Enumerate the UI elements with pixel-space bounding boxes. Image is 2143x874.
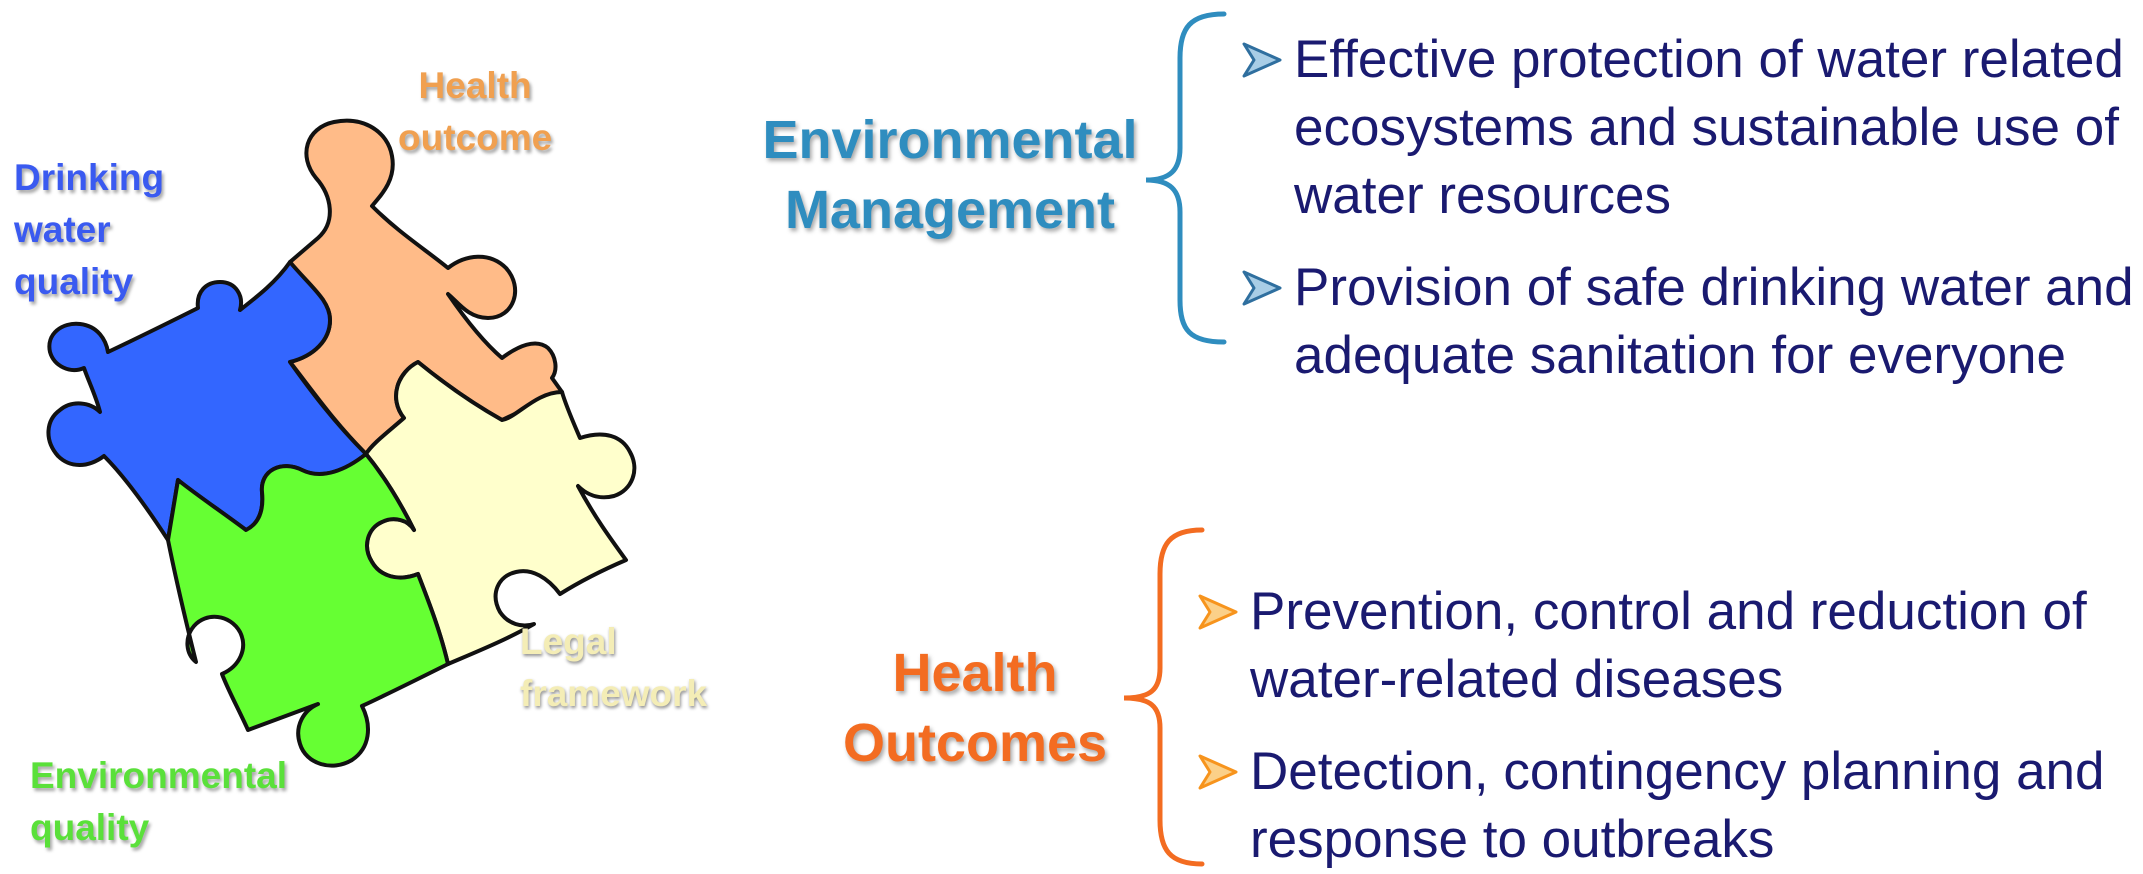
label-env-quality-line-1: Environmental	[30, 755, 287, 796]
heading-env-line-1: Environmental	[762, 110, 1138, 170]
bullet-env-1-line-2: ecosystems and sustainable use of	[1294, 98, 2119, 157]
brace-health-outcomes	[1123, 527, 1205, 867]
bullet-env-1-line-3: water resources	[1294, 166, 1672, 225]
bullet-health-2-line-1: Detection, contingency planning and	[1250, 742, 2105, 801]
puzzle-piece-environmental-quality	[166, 452, 450, 768]
bullet-health-2-line-2: response to outbreaks	[1250, 810, 1775, 869]
heading-health-line-2: Outcomes	[842, 713, 1108, 773]
arrowhead-icon	[1198, 754, 1238, 790]
bullet-env-1: Effective protection of water related ec…	[1240, 26, 2134, 230]
heading-health-outcomes: Health Outcomes	[820, 638, 1130, 778]
heading-health-line-1: Health	[892, 643, 1058, 703]
label-drinking-water-quality: Drinking water quality	[14, 152, 164, 308]
label-legal-line-1: Legal	[520, 621, 617, 662]
label-drinking-line-1: Drinking	[14, 157, 165, 198]
arrowhead-icon	[1242, 270, 1282, 306]
brace-environmental-management	[1145, 11, 1227, 345]
label-drinking-line-2: water	[14, 209, 111, 250]
bullets-environmental-management: Effective protection of water related ec…	[1240, 26, 2134, 390]
heading-env-line-2: Management	[784, 180, 1116, 240]
label-health-outcome: Health outcome	[398, 60, 552, 164]
label-drinking-line-3: quality	[14, 261, 134, 302]
heading-environmental-management: Environmental Management	[740, 105, 1160, 245]
label-health-outcome-line-2: outcome	[398, 117, 553, 158]
bullet-health-1-line-1: Prevention, control and reduction of	[1250, 582, 2087, 641]
arrowhead-icon	[1198, 594, 1238, 630]
label-legal-line-2: framework	[520, 673, 708, 714]
bullet-env-2-line-2: adequate sanitation for everyone	[1294, 326, 2066, 385]
bullet-env-1-line-1: Effective protection of water related	[1294, 30, 2124, 89]
label-legal-framework: Legal framework	[520, 616, 707, 720]
label-env-quality-line-2: quality	[30, 807, 150, 848]
label-environmental-quality: Environmental quality	[30, 750, 287, 854]
arrowhead-icon	[1242, 42, 1282, 78]
bullets-health-outcomes: Prevention, control and reduction of wat…	[1196, 578, 2105, 874]
bullet-env-2: Provision of safe drinking water and ade…	[1240, 254, 2134, 390]
bullet-health-2: Detection, contingency planning and resp…	[1196, 738, 2105, 874]
bullet-env-2-line-1: Provision of safe drinking water and	[1294, 258, 2134, 317]
label-health-outcome-line-1: Health	[418, 65, 532, 106]
bullet-health-1-line-2: water-related diseases	[1250, 650, 1784, 709]
bullet-health-1: Prevention, control and reduction of wat…	[1196, 578, 2105, 714]
puzzle-illustration	[46, 118, 637, 768]
